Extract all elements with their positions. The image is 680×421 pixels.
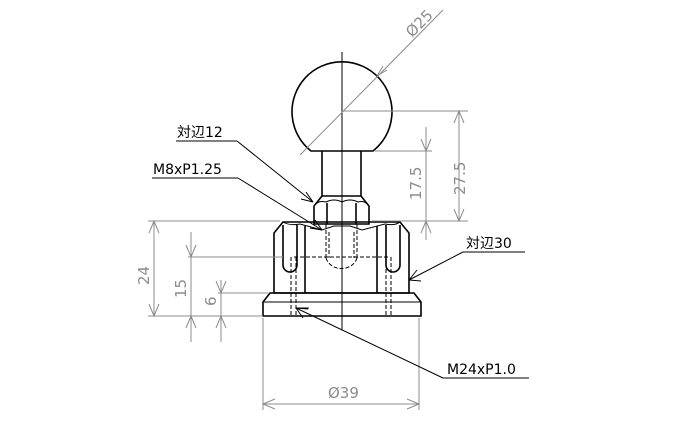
svg-text:17.5: 17.5 (407, 167, 425, 200)
callout-large-hex: 対辺30 (408, 236, 525, 282)
neck (321, 151, 362, 196)
dim-17-5: 17.5 (375, 127, 432, 240)
svg-text:対辺30: 対辺30 (466, 236, 512, 252)
callout-base-thread: M24xP1.0 (295, 307, 529, 379)
dim-base-diameter: Ø39 (261, 318, 421, 410)
svg-text:27.5: 27.5 (451, 162, 469, 195)
svg-text:対辺12: 対辺12 (177, 125, 223, 141)
callout-stud-thread: M8xP1.25 (152, 162, 323, 231)
dim-ball-diameter: Ø25 (299, 6, 444, 156)
dim-27-5: 27.5 (342, 109, 469, 223)
svg-text:M24xP1.0: M24xP1.0 (447, 362, 516, 378)
svg-text:M8xP1.25: M8xP1.25 (153, 162, 222, 178)
svg-text:24: 24 (135, 266, 153, 285)
svg-text:6: 6 (202, 296, 220, 306)
dim-6: 6 (202, 280, 268, 342)
ball (291, 60, 393, 152)
svg-text:15: 15 (172, 279, 190, 298)
svg-text:Ø39: Ø39 (328, 384, 359, 402)
svg-text:Ø25: Ø25 (402, 6, 437, 41)
dim-24: 24 (135, 219, 280, 318)
callout-small-hex: 対辺12 (176, 125, 314, 203)
dim-15: 15 (172, 232, 283, 342)
